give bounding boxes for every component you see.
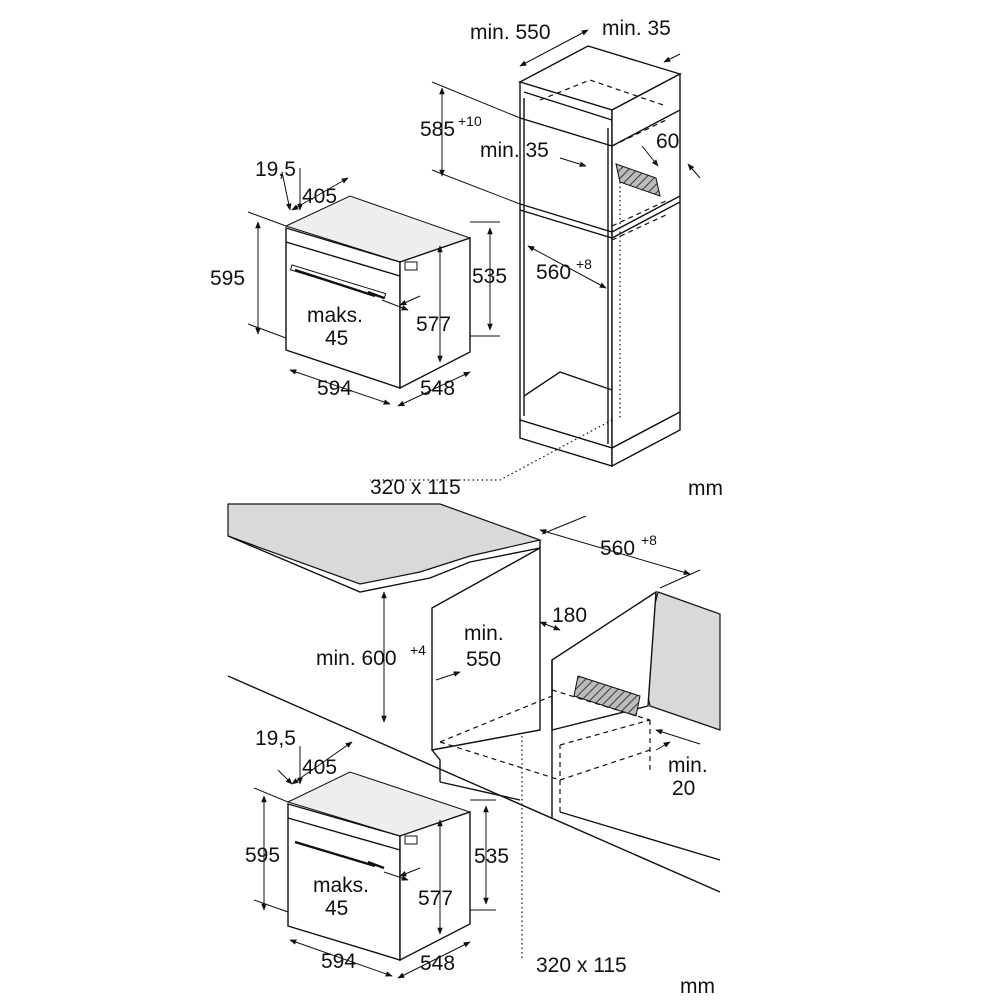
under-dim-180: 180	[552, 604, 587, 627]
oven-bottom-dim-594: 594	[321, 950, 356, 973]
oven-top-dim-535: 535	[472, 265, 507, 288]
under-counter-mm: mm	[680, 975, 715, 998]
tall-vent-size: 320 x 115	[370, 476, 461, 499]
cabinet-dim-560-sup: +8	[576, 256, 592, 272]
cabinet-dim-min550: min. 550	[470, 21, 551, 44]
under-dim-min20: min.	[668, 754, 708, 777]
oven-bottom-side	[399, 811, 471, 962]
oven-bottom-dim-maks-val: 45	[325, 897, 348, 920]
oven-bottom-dim-595: 595	[245, 844, 280, 867]
oven-bottom-dim-19_5: 19,5	[255, 727, 296, 750]
under-dim-min550-val: 550	[466, 648, 501, 671]
oven-top-dim-19_5: 19,5	[255, 158, 296, 181]
tall-unit-mm: mm	[688, 477, 723, 500]
under-dim-min600-sup: +4	[410, 642, 426, 658]
countertop	[227, 503, 543, 585]
oven-top-dim-maks: maks.	[307, 304, 363, 327]
tall-cabinet-vent	[615, 163, 661, 197]
oven-bottom-dim-maks: maks.	[313, 874, 369, 897]
oven-top-dim-548: 548	[420, 377, 455, 400]
oven-top	[247, 168, 500, 407]
oven-top-side	[399, 237, 471, 390]
tall-unit-diagram: 19,5 405 595 535 577 maks. 45 594 548	[210, 17, 723, 500]
oven-top-dim-577: 577	[416, 313, 451, 336]
oven-bottom-dim-548: 548	[420, 952, 455, 975]
cabinet-dim-585: 585	[420, 118, 455, 141]
under-dim-min600: min. 600	[316, 647, 397, 670]
under-dim-560-sup: +8	[641, 532, 657, 548]
oven-top-dim-595: 595	[210, 267, 245, 290]
under-vent	[573, 675, 641, 717]
oven-bottom	[253, 741, 496, 979]
cabinet-left-panel	[431, 546, 541, 751]
oven-top-dim-405: 405	[302, 185, 337, 208]
oven-bottom-dim-405: 405	[302, 756, 337, 779]
under-dim-min550: min.	[464, 622, 504, 645]
oven-bottom-dim-577: 577	[418, 887, 453, 910]
oven-top-dim-maks-val: 45	[325, 327, 348, 350]
under-dim-min20-val: 20	[672, 777, 695, 800]
cabinet-dim-560: 560	[536, 261, 571, 284]
under-counter-diagram: 560 +8 min. 600 +4 min. 550 180 min. 20	[227, 503, 721, 998]
oven-bottom-dim-535: 535	[474, 845, 509, 868]
tall-cabinet	[370, 29, 701, 481]
cabinet-dim-60: 60	[656, 130, 679, 153]
cabinet-dim-min35-top: min. 35	[602, 17, 671, 40]
under-vent-size: 320 x 115	[536, 954, 627, 977]
oven-top-dim-594: 594	[317, 377, 352, 400]
under-dim-560: 560	[600, 537, 635, 560]
cabinet-dim-min35-mid: min. 35	[480, 139, 549, 162]
cabinet-dim-585-sup: +10	[458, 113, 482, 129]
